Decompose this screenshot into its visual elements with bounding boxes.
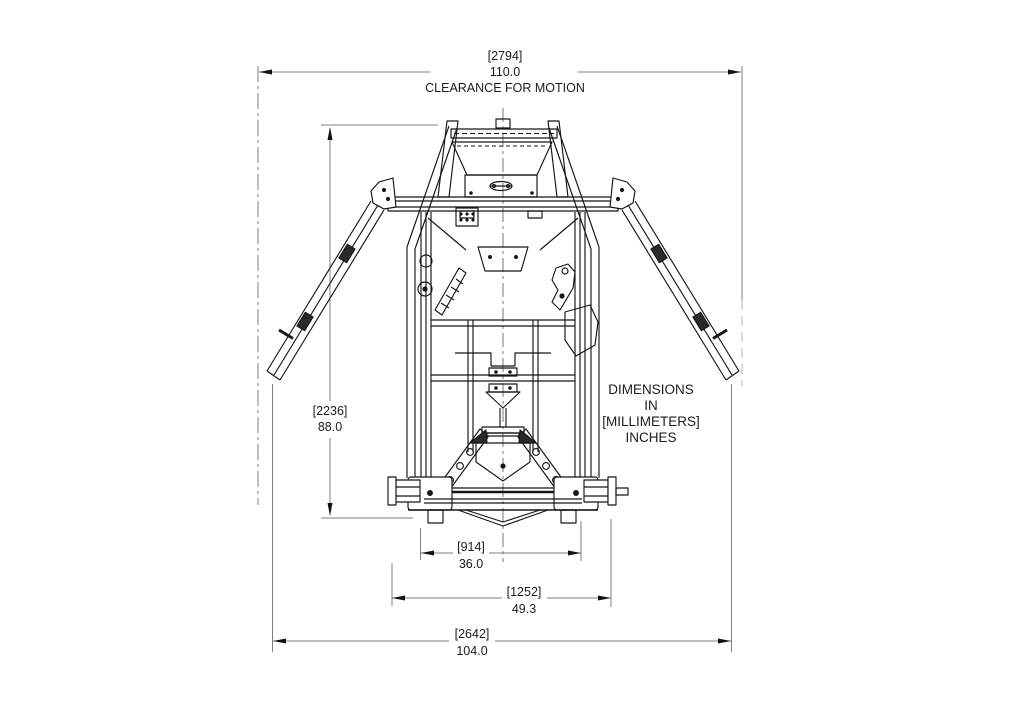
left-lever	[417, 254, 467, 316]
right-claw-bracket	[551, 263, 576, 311]
cross-beam	[370, 177, 636, 227]
cabin	[417, 212, 599, 478]
dim-height-inches: 88.0	[317, 420, 343, 434]
right-shield	[564, 304, 599, 357]
dim-overall-inches: 104.0	[456, 644, 488, 658]
right-arm	[621, 200, 740, 381]
dim-base-mm: [914]	[457, 540, 485, 554]
dim-overall-mm: [2642]	[454, 627, 490, 641]
dim-axle-mm: [1252]	[506, 585, 542, 599]
right-arm-foot	[712, 328, 728, 340]
top-hopper	[451, 141, 553, 198]
units-note-line: IN	[644, 398, 658, 413]
machine-body	[266, 118, 740, 527]
left-stub-axle	[387, 476, 421, 506]
left-arm-clamp	[338, 243, 356, 264]
dim-clearance-mm: [2794]	[487, 49, 523, 63]
units-note: DIMENSIONS IN [MILLIMETERS] INCHES	[602, 382, 700, 446]
units-note-line: INCHES	[625, 430, 677, 445]
dim-axle-inches: 49.3	[511, 602, 537, 616]
left-arm-elbow	[370, 177, 397, 210]
extension-lines	[257, 66, 743, 652]
top-frame	[406, 118, 600, 478]
seat-back-plate	[477, 246, 529, 272]
dimension-arrows	[259, 69, 741, 644]
units-note-line: DIMENSIONS	[608, 382, 694, 397]
right-stub-axle	[583, 476, 629, 506]
right-arm-clamp	[692, 311, 710, 332]
dimension-lines	[259, 71, 741, 642]
right-arm-clamp	[650, 243, 668, 264]
dim-height-mm: [2236]	[312, 404, 348, 418]
lower-pan	[457, 509, 549, 527]
dim-clearance-inches: 110.0	[489, 65, 521, 79]
units-note-line: [MILLIMETERS]	[602, 414, 700, 429]
right-arm-elbow	[609, 177, 636, 210]
left-arm-foot	[278, 328, 294, 340]
left-arm	[266, 200, 385, 381]
dim-base-inches: 36.0	[458, 557, 484, 571]
dim-clearance-label: CLEARANCE FOR MOTION	[425, 81, 585, 95]
left-arm-clamp	[296, 311, 314, 332]
